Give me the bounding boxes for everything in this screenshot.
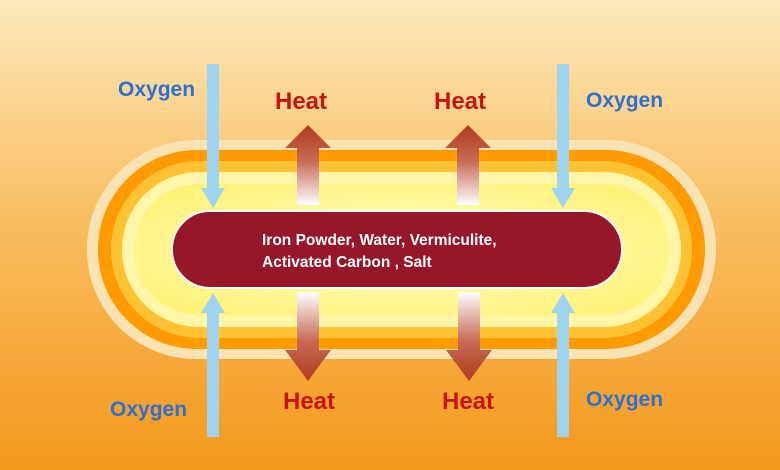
core-line-2: Activated Carbon , Salt: [262, 254, 432, 271]
heat-label-top-left: Heat: [275, 88, 328, 115]
heat-arrow-bottom-right: [446, 292, 492, 381]
heat-label-bottom-right: Heat: [442, 388, 495, 415]
oxygen-arrow-top-right: [551, 64, 575, 208]
oxygen-label-bottom-right: Oxygen: [586, 388, 664, 411]
heat-arrow-bottom-left: [285, 292, 331, 381]
core-ingredients-text: Iron Powder, Water, Vermiculite, Activat…: [262, 230, 497, 274]
oxygen-label-top-right: Oxygen: [586, 89, 664, 112]
core-line-1: Iron Powder, Water, Vermiculite,: [262, 232, 497, 249]
oxygen-arrow-top-left: [201, 64, 225, 208]
oxygen-arrow-bottom-left: [201, 293, 225, 437]
reactant-core: [171, 210, 623, 289]
oxygen-arrow-bottom-right: [551, 293, 575, 437]
heat-arrow-top-right: [445, 125, 491, 205]
oxygen-label-bottom-left: Oxygen: [110, 398, 188, 421]
heat-arrow-top-left: [285, 125, 331, 205]
heat-label-bottom-left: Heat: [283, 388, 336, 415]
heat-label-top-right: Heat: [434, 88, 487, 115]
oxygen-label-top-left: Oxygen: [118, 78, 196, 101]
